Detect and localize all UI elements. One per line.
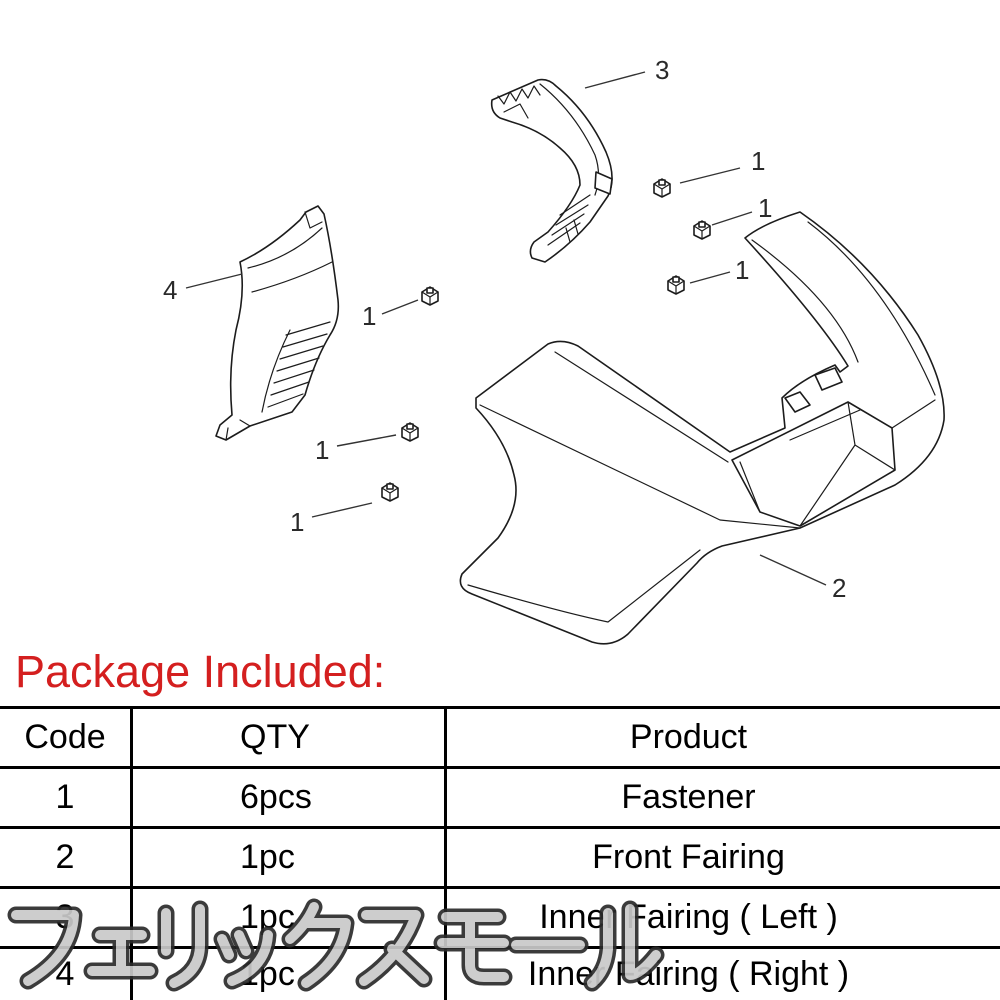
- leader-line: [336, 434, 397, 447]
- fastener: [401, 422, 419, 442]
- callout-label: 1: [758, 193, 772, 223]
- callout-label: 1: [735, 255, 749, 285]
- leader-line: [689, 271, 731, 284]
- cell-code: 3: [0, 889, 133, 946]
- cell-product: Fastener: [621, 778, 756, 816]
- callout-label: 1: [751, 146, 765, 176]
- front-fairing-outline: [459, 211, 945, 645]
- leader-line: [711, 211, 753, 226]
- callout-label: 1: [315, 435, 329, 465]
- callout-label: 3: [655, 55, 669, 85]
- fastener: [693, 220, 711, 240]
- leader-line: [759, 554, 827, 586]
- inner-fairing-right-louvers: [261, 321, 331, 413]
- exploded-parts-diagram: 3 1 1 1 4 1 1 1 2: [163, 55, 945, 645]
- fastener: [653, 178, 671, 198]
- fastener: [421, 286, 439, 306]
- leader-line: [679, 167, 741, 184]
- inner-fairing-left-outline: [490, 78, 613, 263]
- header-code: Code: [0, 709, 133, 766]
- package-table: Code QTY Product 1 6pcs Fastener 2 1pc F…: [0, 706, 1000, 1000]
- cell-code: 2: [0, 829, 133, 886]
- cell-code: 4: [0, 949, 133, 1000]
- cell-qty: 1pc: [133, 889, 447, 946]
- inner-fairing-right-outline: [215, 205, 340, 441]
- leader-line: [584, 71, 646, 89]
- front-fairing-crease: [467, 221, 936, 623]
- inner-fairing-left-tab: [594, 171, 613, 195]
- callout-label: 1: [362, 301, 376, 331]
- cell-code: 1: [0, 769, 133, 826]
- header-product: Product: [629, 718, 748, 756]
- cell-product: Front Fairing: [592, 838, 785, 876]
- table-row: 4 1pc Inner Fairing ( Right ): [0, 949, 1000, 1000]
- callout-label: 1: [290, 507, 304, 537]
- inner-fairing-left-teeth: [497, 85, 541, 105]
- cell-qty: 6pcs: [133, 769, 447, 826]
- fastener-group: [381, 178, 711, 502]
- headlight-panel-lines: [739, 401, 896, 527]
- leader-line: [185, 273, 243, 289]
- table-header-row: Code QTY Product: [0, 709, 1000, 769]
- inner-fairing-right-bands: [225, 211, 333, 441]
- inner-fairing-left-hatch: [547, 194, 591, 246]
- callout-labels: 3 1 1 1 4 1 1 1 2: [163, 55, 846, 603]
- fastener: [667, 275, 685, 295]
- mount-bracket-upper: [814, 367, 843, 391]
- fastener: [381, 482, 399, 502]
- cell-product: Inner Fairing ( Left ): [539, 898, 838, 936]
- table-row: 2 1pc Front Fairing: [0, 829, 1000, 889]
- cell-product: Inner Fairing ( Right ): [527, 955, 850, 993]
- leader-line: [311, 502, 373, 518]
- leader-lines: [185, 71, 827, 586]
- package-included-heading: Package Included:: [15, 646, 386, 697]
- callout-label: 4: [163, 275, 177, 305]
- cell-qty: 1pc: [133, 949, 447, 1000]
- leader-line: [381, 299, 419, 315]
- part-inner-fairing-right: [215, 205, 340, 441]
- cell-qty: 1pc: [133, 829, 447, 886]
- header-qty: QTY: [133, 709, 447, 766]
- table-row: 3 1pc Inner Fairing ( Left ): [0, 889, 1000, 949]
- callout-label: 2: [832, 573, 846, 603]
- part-front-fairing: [459, 211, 945, 645]
- mount-bracket-lower: [784, 391, 811, 413]
- part-inner-fairing-left: [490, 78, 613, 263]
- table-row: 1 6pcs Fastener: [0, 769, 1000, 829]
